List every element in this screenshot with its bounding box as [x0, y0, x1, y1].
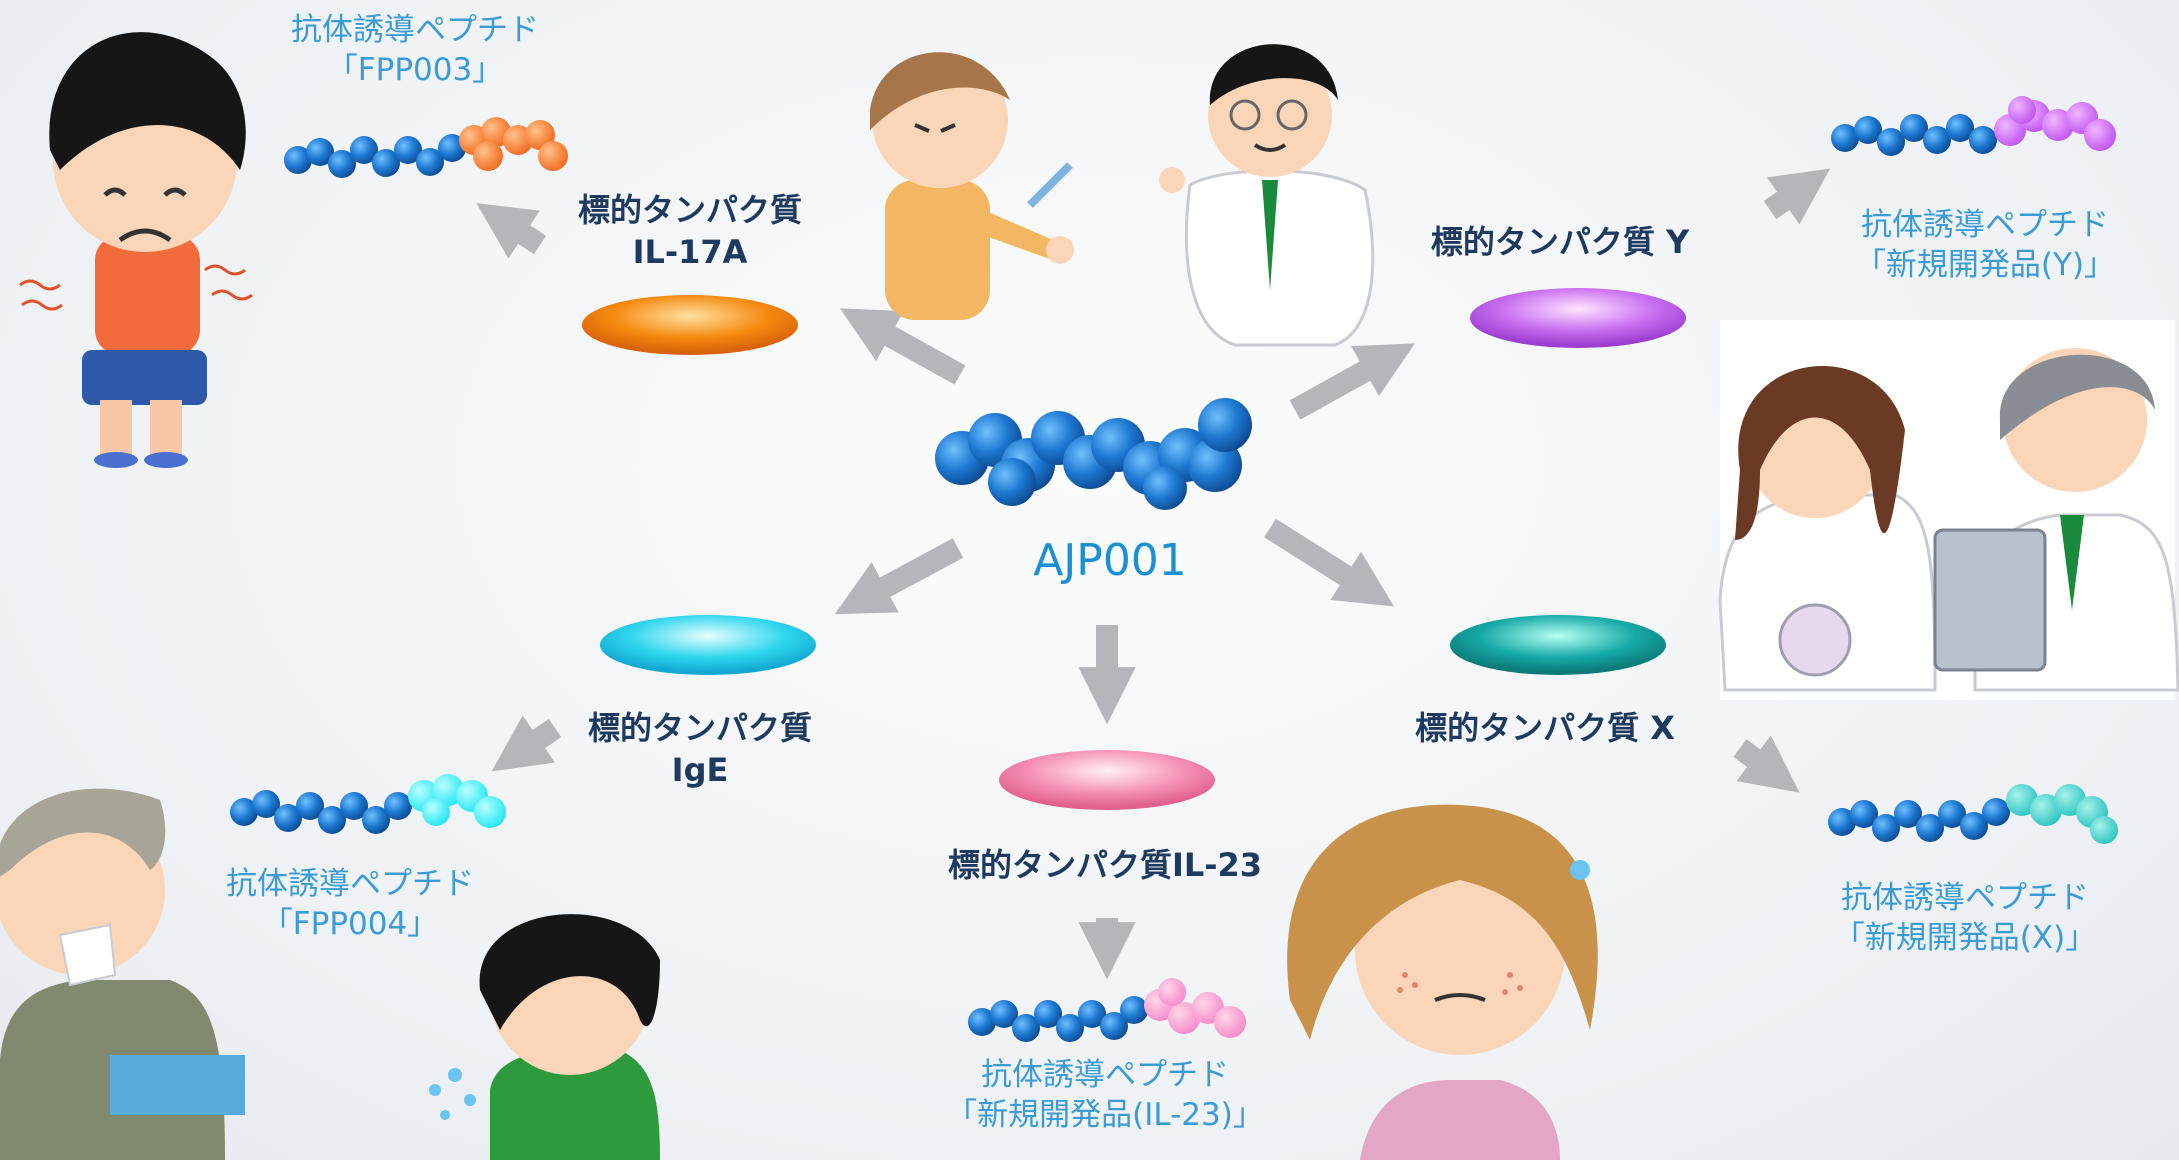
boy-sneezing-illustration: [429, 914, 660, 1160]
elderly-man-allergy-illustration: [0, 788, 245, 1160]
peptide-label-fpp003-line2: 「FPP003」: [326, 52, 504, 89]
arrows: [476, 168, 1831, 980]
peptide-label-y-line2: 「新規開発品(Y)」: [1854, 247, 2116, 284]
peptide-chain-fpp003: [284, 117, 568, 178]
child-eczema-illustration: [19, 32, 253, 468]
target-label-y: 標的タンパク質 Y: [1430, 222, 1690, 264]
arrow-center-to-x: [1264, 518, 1395, 607]
arrow-center-to-y: [1289, 343, 1416, 420]
peptide-label-fpp004: 抗体誘導ペプチド 「FPP004」: [220, 864, 480, 945]
peptide-chain-fpp004: [230, 774, 506, 834]
arrow-x-to-peptide-x: [1733, 735, 1800, 793]
target-oval-y: [1470, 288, 1686, 348]
peptide-label-x: 抗体誘導ペプチド 「新規開発品(X)」: [1820, 878, 2110, 959]
target-oval-il17a: [582, 295, 798, 355]
peptide-label-il23-line2: 「新規開発品(IL-23)」: [946, 1097, 1264, 1134]
researchers-illustration: [1718, 320, 2179, 700]
peptide-chain-y: [1831, 96, 2116, 156]
target-label-ige-line2: IgE: [671, 750, 729, 789]
peptide-label-fpp004-line1: 抗体誘導ペプチド: [226, 866, 474, 902]
target-label-il23-line1: 標的タンパク質IL-23: [947, 846, 1263, 884]
arrow-y-to-peptide-y: [1763, 168, 1831, 225]
target-label-il17a-line2: IL-17A: [632, 232, 748, 271]
target-label-x: 標的タンパク質 X: [1415, 708, 1675, 750]
arrow-il17a-to-fpp003: [476, 203, 547, 259]
peptide-label-fpp003: 抗体誘導ペプチド 「FPP003」: [285, 10, 545, 91]
peptide-label-y: 抗体誘導ペプチド 「新規開発品(Y)」: [1840, 205, 2130, 286]
target-label-ige-line1: 標的タンパク質: [587, 709, 812, 747]
peptide-label-x-line2: 「新規開発品(X)」: [1833, 920, 2097, 957]
peptide-label-fpp003-line1: 抗体誘導ペプチド: [291, 12, 539, 48]
boy-injection-illustration: [870, 52, 1074, 320]
ajp001-label: AJP001: [1033, 535, 1187, 586]
peptide-label-x-line1: 抗体誘導ペプチド: [1841, 880, 2089, 916]
girl-acne-illustration: [1287, 804, 1598, 1160]
target-label-ige: 標的タンパク質 IgE: [570, 708, 830, 791]
target-oval-ige: [600, 615, 816, 675]
arrow-ige-to-fpp004: [491, 715, 562, 772]
peptide-label-fpp004-line2: 「FPP004」: [261, 906, 439, 943]
target-oval-il23: [999, 750, 1215, 810]
target-oval-x: [1450, 615, 1666, 675]
peptide-chain-x: [1828, 784, 2118, 844]
target-label-il23: 標的タンパク質IL-23: [930, 845, 1280, 887]
target-label-x-line1: 標的タンパク質 X: [1415, 709, 1675, 747]
arrow-center-to-il17a: [839, 308, 966, 385]
peptide-chain-il23: [968, 978, 1246, 1042]
peptide-label-il23: 抗体誘導ペプチド 「新規開発品(IL-23)」: [925, 1055, 1285, 1136]
target-label-il17a-line1: 標的タンパク質: [577, 191, 802, 229]
target-label-y-line1: 標的タンパク質 Y: [1430, 223, 1690, 261]
peptide-label-y-line1: 抗体誘導ペプチド: [1861, 207, 2109, 243]
doctor-illustration: [1159, 44, 1375, 347]
peptide-label-il23-line1: 抗体誘導ペプチド: [981, 1057, 1229, 1093]
target-label-il17a: 標的タンパク質 IL-17A: [560, 190, 820, 273]
arrow-center-to-ige: [834, 538, 964, 615]
ajp001-molecule: [935, 398, 1252, 510]
